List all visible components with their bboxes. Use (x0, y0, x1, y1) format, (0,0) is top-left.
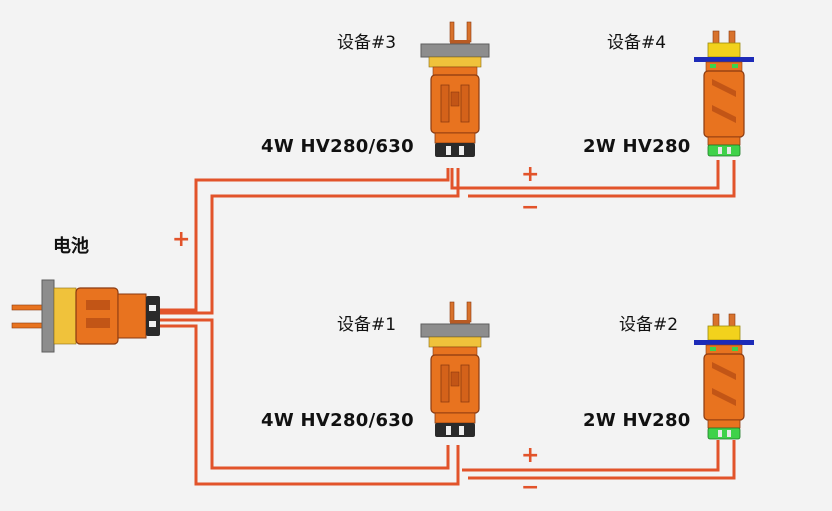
wire-bottom-negative-to-device-2 (468, 440, 736, 480)
device-1-model: 4W HV280/630 (261, 410, 414, 431)
device-3-connector (420, 21, 490, 158)
bottom-plus-sign: + (521, 443, 540, 468)
battery-label: 电池 (53, 236, 89, 257)
battery-plus-sign: + (172, 227, 191, 252)
top-plus-sign: + (521, 162, 540, 187)
wire-harness (158, 160, 736, 486)
wire-top-positive-outer (158, 168, 450, 312)
device-2-connector (693, 313, 755, 440)
wire-top-positive-inner (158, 168, 460, 315)
wire-bottom-positive-to-device-2 (462, 440, 720, 472)
device-4-model: 2W HV280 (583, 136, 691, 157)
device-4-connector (693, 30, 755, 157)
top-minus-sign: − (521, 195, 540, 220)
battery-connector (11, 279, 160, 353)
device-2-model: 2W HV280 (583, 410, 691, 431)
device-3-model: 4W HV280/630 (261, 136, 414, 157)
device-1-connector (420, 301, 490, 438)
device-1-name: 设备#1 (337, 315, 397, 335)
wire-bottom-negative-outer (158, 324, 460, 486)
wire-top-tap (450, 168, 462, 190)
wire-top-positive-to-device-4 (462, 160, 720, 190)
wire-top-negative-to-device-4 (468, 160, 736, 198)
bottom-minus-sign: − (521, 475, 540, 500)
wire-bottom-negative-inner (158, 318, 450, 470)
device-4-name: 设备#4 (607, 33, 667, 53)
device-3-name: 设备#3 (337, 33, 397, 53)
device-2-name: 设备#2 (619, 315, 679, 335)
